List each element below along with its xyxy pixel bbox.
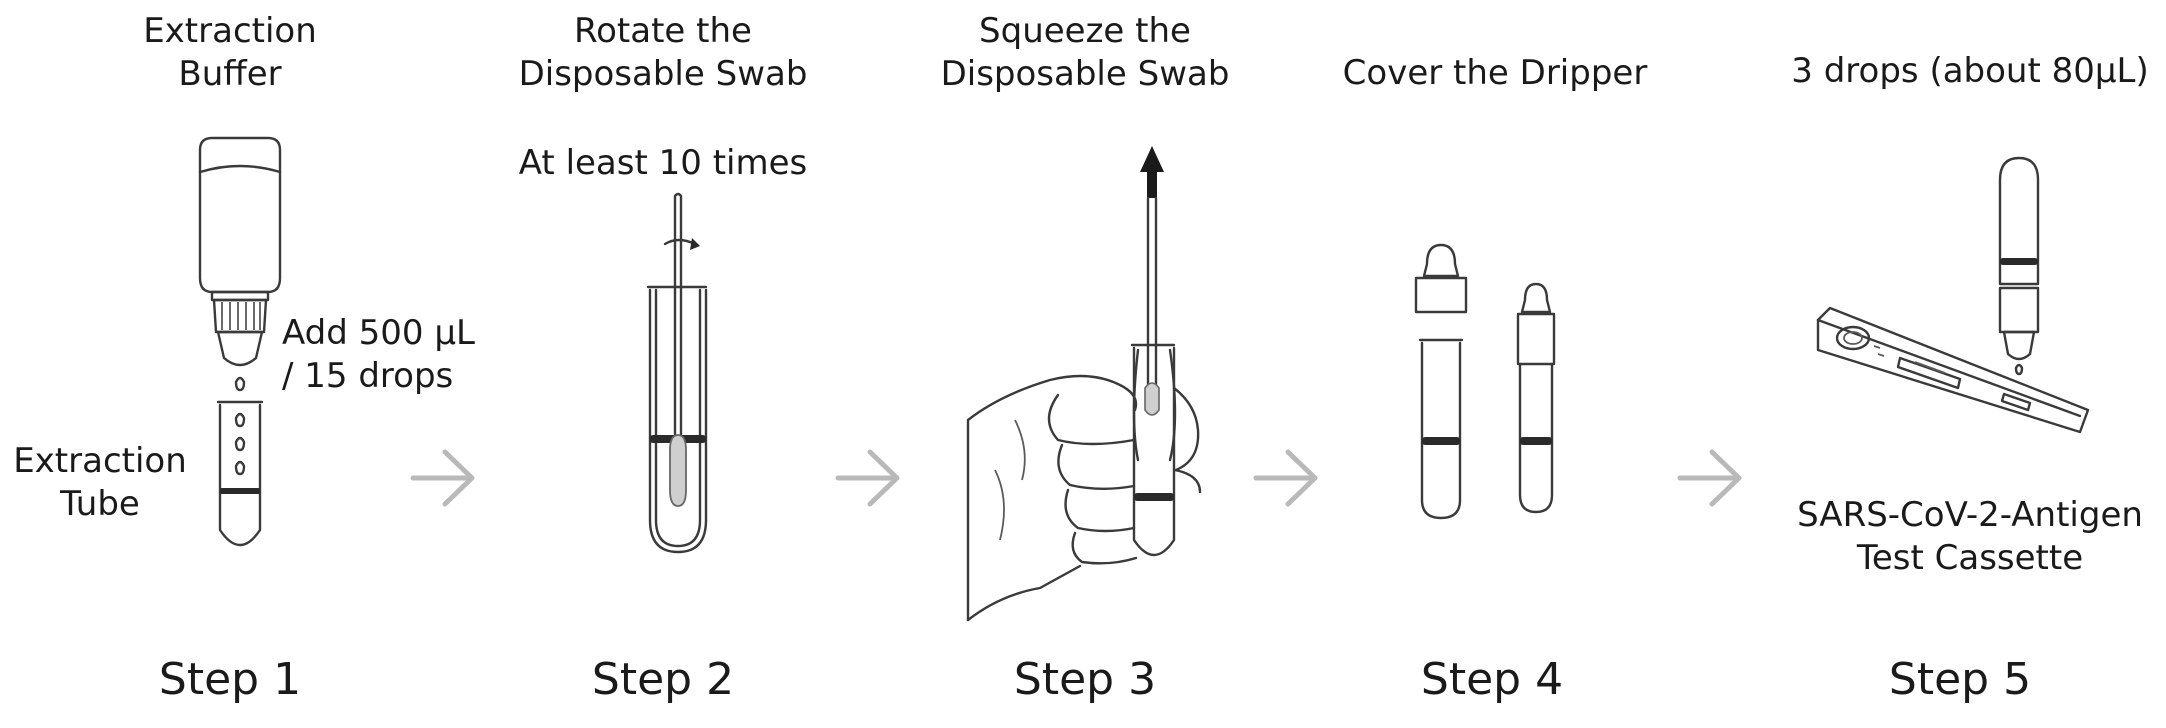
extraction-tube-icon <box>216 400 264 547</box>
extraction-tube-label-line-1: Extraction <box>13 441 187 481</box>
cassette-label-line-2: Test Cassette <box>1856 537 2084 578</box>
step-3-title-line-2: Disposable Swab <box>940 53 1230 94</box>
step-4-label: Step 4 <box>1420 654 1564 705</box>
step-3-title-line-1: Squeeze the <box>979 11 1191 51</box>
add-amount-line-1: Add 500 µL <box>282 313 475 353</box>
step-2-title-line-1: Rotate the <box>574 11 752 51</box>
swab-icon <box>1140 146 1164 416</box>
step-1-title-line-2: Buffer <box>178 53 282 94</box>
step-3-label: Step 3 <box>1013 654 1157 705</box>
add-amount-line-2: / 15 drops <box>282 355 454 396</box>
extraction-tube-icon <box>1130 343 1177 557</box>
hand-icon <box>966 374 1202 622</box>
step-5-title-line-1: 3 drops (about 80µL) <box>1791 51 2149 91</box>
next-step-arrow-icon <box>410 449 475 507</box>
next-step-arrow-icon <box>1677 449 1742 507</box>
step-2-title: Rotate the Disposable Swab <box>498 10 828 95</box>
extraction-tube-label-line-2: Tube <box>60 483 140 524</box>
step-2-title-line-2: Disposable Swab <box>518 53 808 94</box>
next-step-arrow-icon <box>1253 449 1318 507</box>
extraction-tube-icon <box>1418 338 1464 520</box>
extraction-tube-label: Extraction Tube <box>0 440 200 525</box>
cassette-label-line-1: SARS-CoV-2-Antigen <box>1797 495 2143 535</box>
step-3-title: Squeeze the Disposable Swab <box>920 10 1250 95</box>
next-step-arrow-icon <box>835 449 900 507</box>
step-5-label: Step 5 <box>1888 654 2032 705</box>
step-1-title: Extraction Buffer <box>130 10 330 95</box>
rotation-arrow-icon <box>663 238 700 250</box>
step-5-title: 3 drops (about 80µL) <box>1790 50 2150 93</box>
test-cassette-icon <box>1816 306 2090 434</box>
step-4-title-line-1: Cover the Dripper <box>1342 53 1648 93</box>
step-2-label: Step 2 <box>591 654 735 705</box>
extraction-tube-icon <box>646 285 708 554</box>
rotation-count-note: At least 10 times <box>518 143 808 183</box>
cassette-label: SARS-CoV-2-Antigen Test Cassette <box>1790 494 2150 579</box>
extraction-tube-icon <box>1516 282 1556 514</box>
buffer-bottle-icon <box>198 136 282 392</box>
extraction-tube-icon <box>1998 156 2040 376</box>
add-amount-note: Add 500 µL / 15 drops <box>282 312 475 397</box>
step-4-title: Cover the Dripper <box>1330 52 1660 95</box>
step-1-label: Step 1 <box>158 654 302 705</box>
swab-icon <box>669 192 687 507</box>
dripper-cap-icon <box>1414 243 1468 314</box>
step-1-title-line-1: Extraction <box>143 11 317 51</box>
